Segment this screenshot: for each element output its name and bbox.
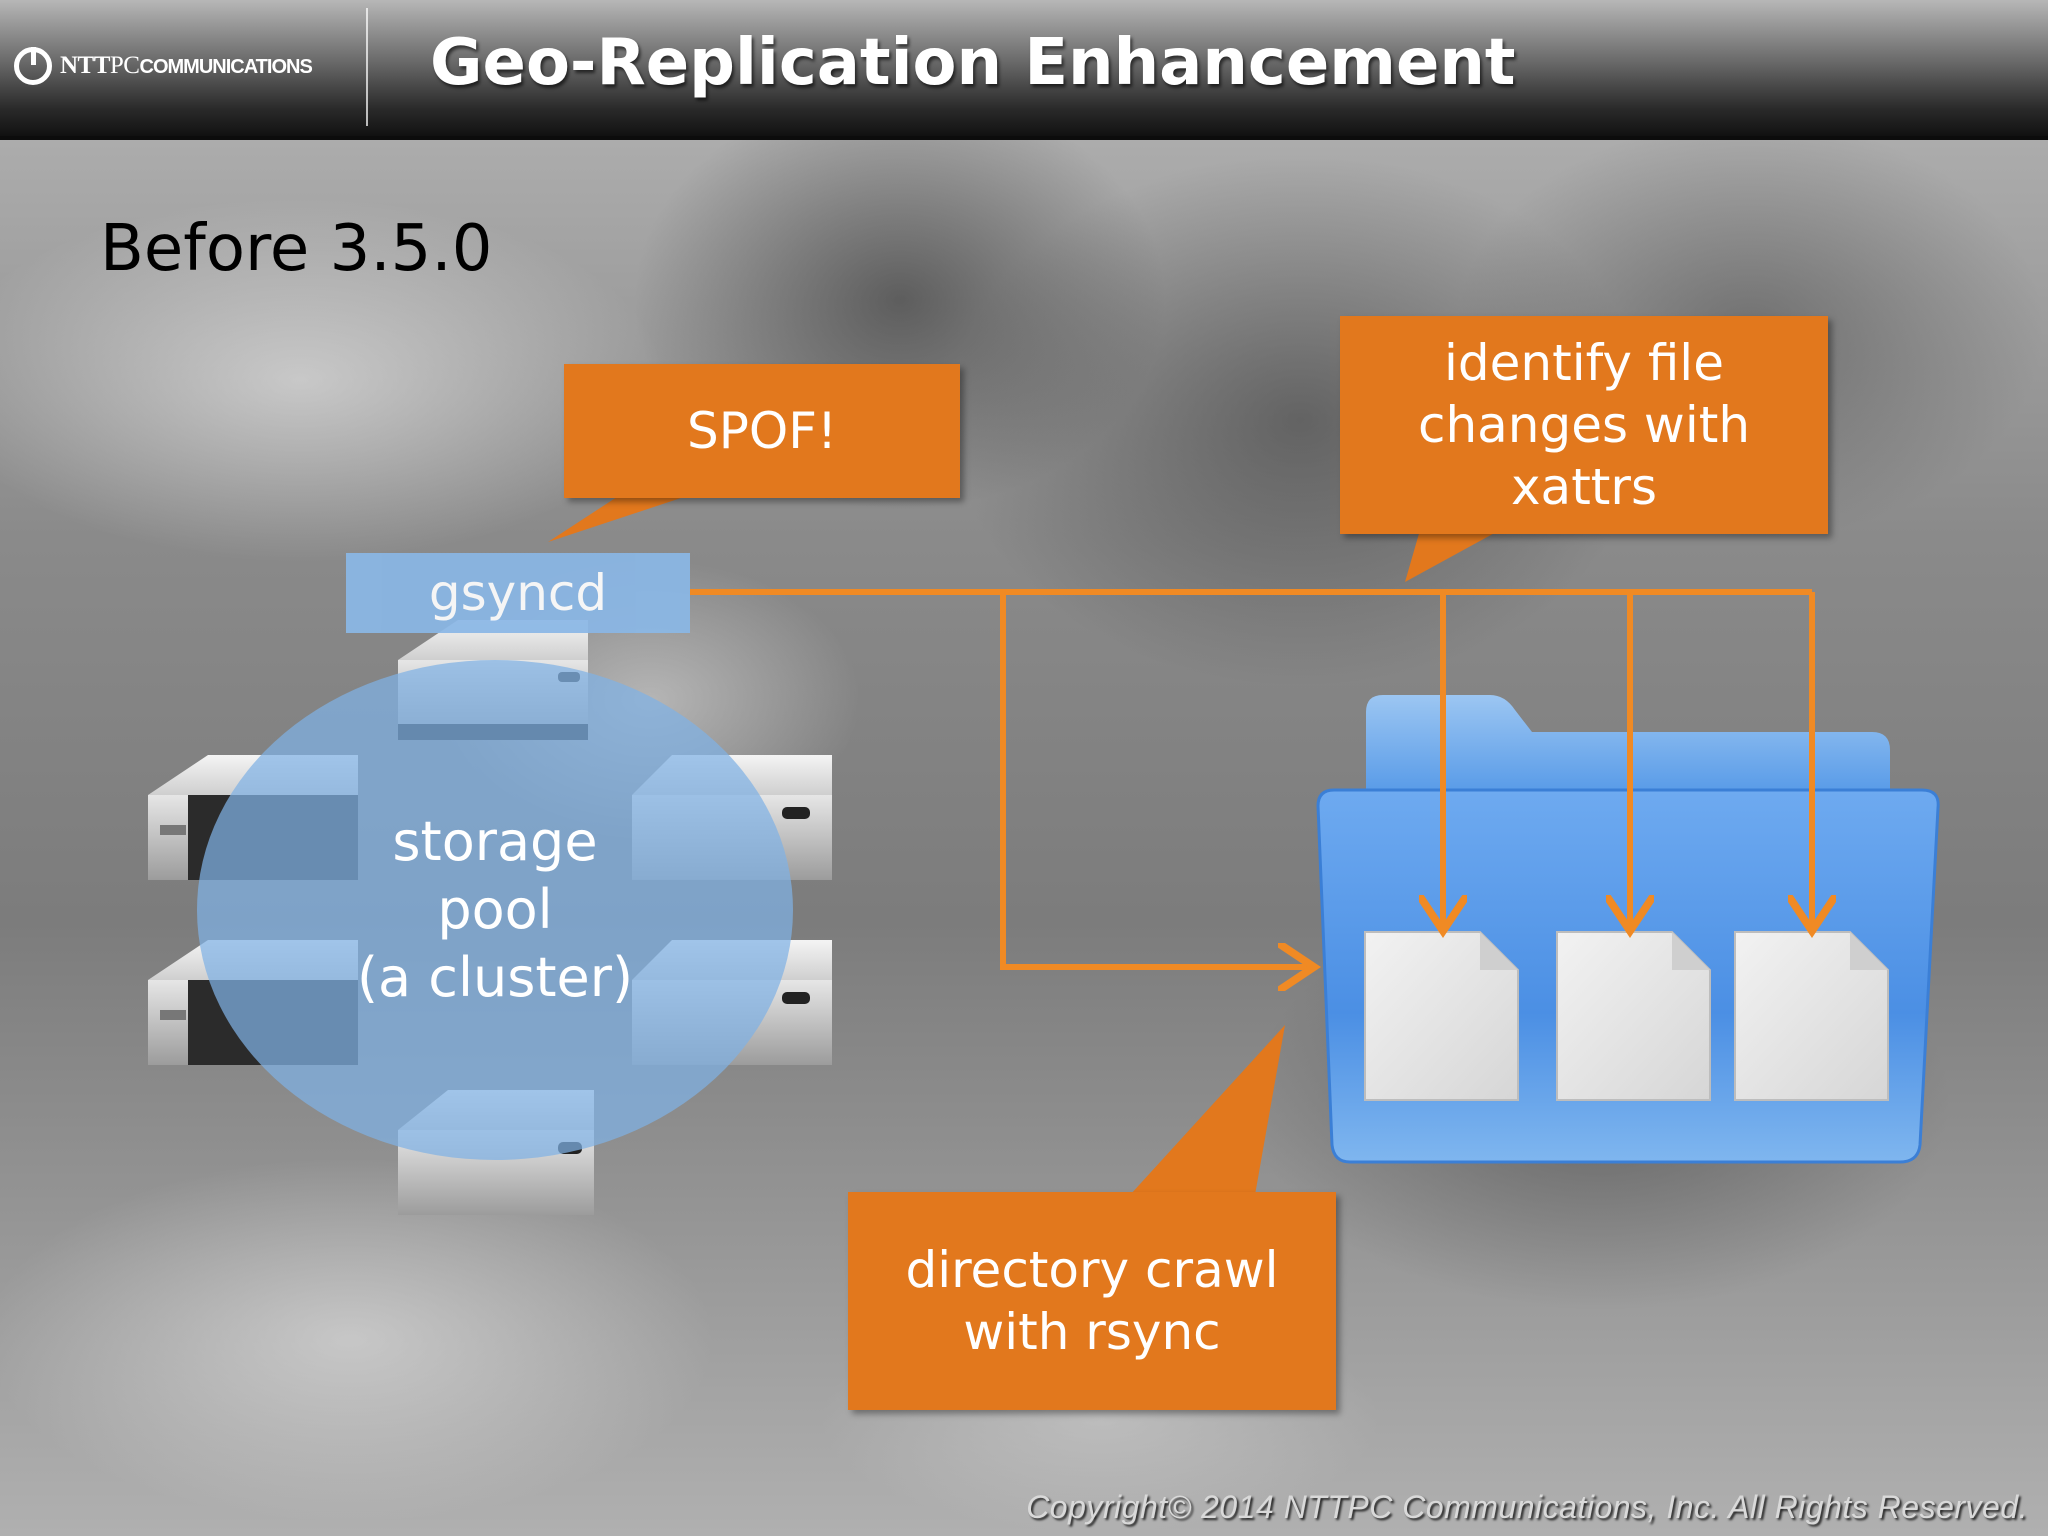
logo-mark-icon [14, 47, 52, 85]
identify-text-line1: identify file [1444, 334, 1724, 392]
pool-text-line1: storage [392, 810, 598, 873]
copyright-footer: Copyright© 2014 NTTPC Communications, In… [1026, 1489, 2028, 1525]
slide-subtitle: Before 3.5.0 [100, 212, 493, 286]
storage-pool-label: storage pool (a cluster) [330, 808, 660, 1012]
logo-text-small: COMMUNICATIONS [139, 56, 313, 78]
document-icon [1364, 931, 1519, 1101]
identify-text-line3: xattrs [1510, 458, 1658, 516]
header-bar: NTTPCCOMMUNICATIONS Geo-Replication Enha… [0, 0, 2048, 140]
spof-text: SPOF! [686, 402, 838, 460]
logo-text: NTTPCCOMMUNICATIONS [60, 52, 313, 80]
logo-text-thin: PC [109, 52, 140, 79]
identify-text-line2: changes with [1417, 396, 1751, 454]
logo-text-bold: NTT [60, 52, 110, 79]
directory-crawl-callout: directory crawl with rsync [848, 1192, 1336, 1410]
identify-callout-tail [1405, 530, 1500, 582]
crawl-text-line1: directory crawl [905, 1241, 1279, 1299]
connector-lines [690, 589, 1812, 967]
pool-text-line3: (a cluster) [356, 946, 634, 1009]
spof-callout: SPOF! [564, 364, 960, 498]
spof-callout-tail [548, 495, 690, 542]
storage-pool-circle [197, 660, 793, 1160]
identify-changes-callout: identify file changes with xattrs [1340, 316, 1828, 534]
header-divider [366, 8, 368, 126]
document-icon [1734, 931, 1889, 1101]
document-icon [1556, 931, 1711, 1101]
slide-title: Geo-Replication Enhancement [430, 26, 1516, 100]
gsyncd-text: gsyncd [428, 564, 608, 622]
crawl-text-line2: with rsync [963, 1303, 1221, 1361]
gsyncd-label: gsyncd [346, 553, 690, 633]
crawl-callout-tail [1130, 1025, 1285, 1195]
pool-text-line2: pool [437, 878, 553, 941]
company-logo: NTTPCCOMMUNICATIONS [14, 44, 313, 88]
